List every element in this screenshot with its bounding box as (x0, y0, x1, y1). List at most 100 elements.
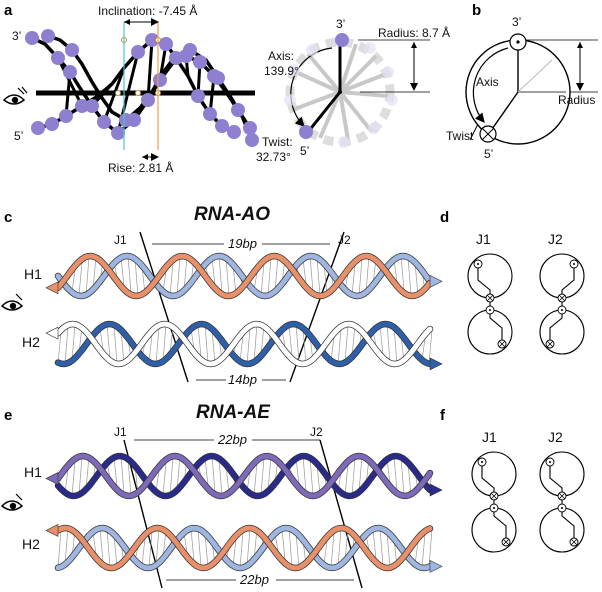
base-pair-rung (85, 256, 90, 295)
strand-arrowhead (45, 326, 59, 340)
base-pair-rung (113, 324, 118, 364)
strand-ribbon (55, 321, 433, 367)
base-pair-rung (162, 462, 167, 496)
base-pair-rung (288, 324, 293, 356)
panel-label-f: f (440, 407, 446, 424)
strand-ribbon (55, 253, 433, 299)
base-pair-rung (260, 457, 265, 496)
base-pair-rung (428, 329, 433, 364)
base-pair-rung (288, 528, 293, 567)
base-pair-rung (127, 256, 132, 293)
base-pair-rung (365, 255, 370, 293)
base-pair-rung (113, 457, 118, 487)
strand-arrowhead (429, 357, 443, 371)
base-pair-rung (78, 456, 83, 495)
strand-out-dot (477, 263, 479, 265)
base-pair-rung (316, 257, 321, 296)
twist-label: Twist: (262, 135, 293, 149)
strand-out-dot (493, 507, 495, 509)
radius-label: Radius: 8.7 Å (378, 25, 450, 40)
strand-arrowhead (429, 559, 443, 573)
base-pair-rung (281, 528, 286, 561)
c-h1-label: H1 (24, 266, 42, 282)
base-pair-rung (71, 323, 76, 361)
e-h2-label: H2 (22, 536, 40, 552)
strand-ribbon (55, 453, 433, 499)
base-pair-rung (176, 456, 181, 491)
base-pair-rung (197, 324, 202, 358)
strand-arrowhead (429, 274, 443, 288)
base-pair-rung (295, 458, 300, 485)
base-pair-rung (127, 459, 132, 496)
strand-arrowhead (429, 483, 443, 497)
base-pair-rung (211, 258, 216, 285)
base-pair-rung (134, 258, 139, 296)
phosphate-nodes (25, 29, 259, 147)
strand-arrowhead (45, 281, 59, 295)
axis-value: 139.9° (264, 64, 299, 78)
base-pair-rung (57, 530, 62, 568)
base-pair-rung (155, 327, 160, 365)
d-j1-label: J1 (476, 231, 491, 247)
base-pair-rung (120, 257, 125, 287)
strand-out-dot (481, 461, 483, 463)
e-bottom-span-label: 22bp (239, 572, 269, 587)
axis-label: Axis: (268, 49, 294, 63)
helix-top-view (284, 33, 398, 148)
base-pair-rung (379, 325, 384, 355)
base-pair-rung (183, 256, 188, 291)
rna-ao-title: RNA-AO (194, 204, 270, 225)
base-pair-rung (267, 456, 272, 492)
base-pair-rung (330, 336, 335, 361)
base-pair-rung (323, 540, 328, 566)
base-pair-rung (253, 324, 258, 363)
base-pair-rung (239, 335, 244, 362)
end-5-label: 5’ (14, 129, 23, 143)
inclination-label: Inclination: -7.45 Å (98, 3, 197, 18)
base-pair-rung (64, 527, 69, 565)
base-pair-rung (267, 257, 272, 296)
strand-in-cross (486, 294, 494, 302)
base-pair-rung (155, 528, 160, 566)
base-pair-rung (99, 528, 104, 563)
base-pair-rung (428, 528, 433, 567)
base-pair-rung (218, 458, 223, 496)
eye-icon (2, 86, 28, 105)
b-end-5-label: 5’ (484, 147, 493, 161)
base-pair-rung (400, 457, 405, 496)
base-pair-rung (85, 456, 90, 490)
base-pair-rung (407, 462, 412, 496)
base-pair-rung (106, 324, 111, 359)
strand-in-cross (558, 294, 566, 302)
base-pair-rung (162, 324, 167, 362)
base-pair-rung (302, 328, 307, 365)
base-pair-rung (337, 329, 342, 364)
e-eye-icon (0, 493, 24, 511)
base-pair-rung (358, 455, 363, 493)
base-pair-rung (253, 463, 258, 496)
base-pair-rung (386, 324, 391, 362)
base-pair-rung (351, 264, 356, 295)
base-pair-rung (218, 255, 223, 293)
strand-in-cross (558, 492, 566, 500)
base-pair-rung (393, 456, 398, 491)
base-pair-rung (169, 262, 174, 296)
panel-label-b: b (472, 2, 481, 19)
strand-in-cross (498, 340, 506, 348)
base-pair-rung (120, 329, 125, 364)
c-top-span-label: 19bp (228, 236, 257, 251)
base-pair-rung (148, 531, 153, 568)
strand-out-dot (573, 263, 575, 265)
base-pair-rung (358, 258, 363, 296)
base-pair-rung (407, 257, 412, 296)
strand-out-dot (561, 507, 563, 509)
c-helix-h2 (45, 320, 443, 371)
e-j2-label: J2 (310, 425, 323, 439)
base-pair-rung (211, 328, 216, 364)
end-3-label: 3’ (12, 29, 21, 43)
e-top-span-label: 22bp (217, 432, 247, 447)
base-pair-rung (302, 455, 307, 492)
panel-label-d: d (440, 209, 449, 226)
rna-ae-title: RNA-AE (196, 402, 271, 423)
